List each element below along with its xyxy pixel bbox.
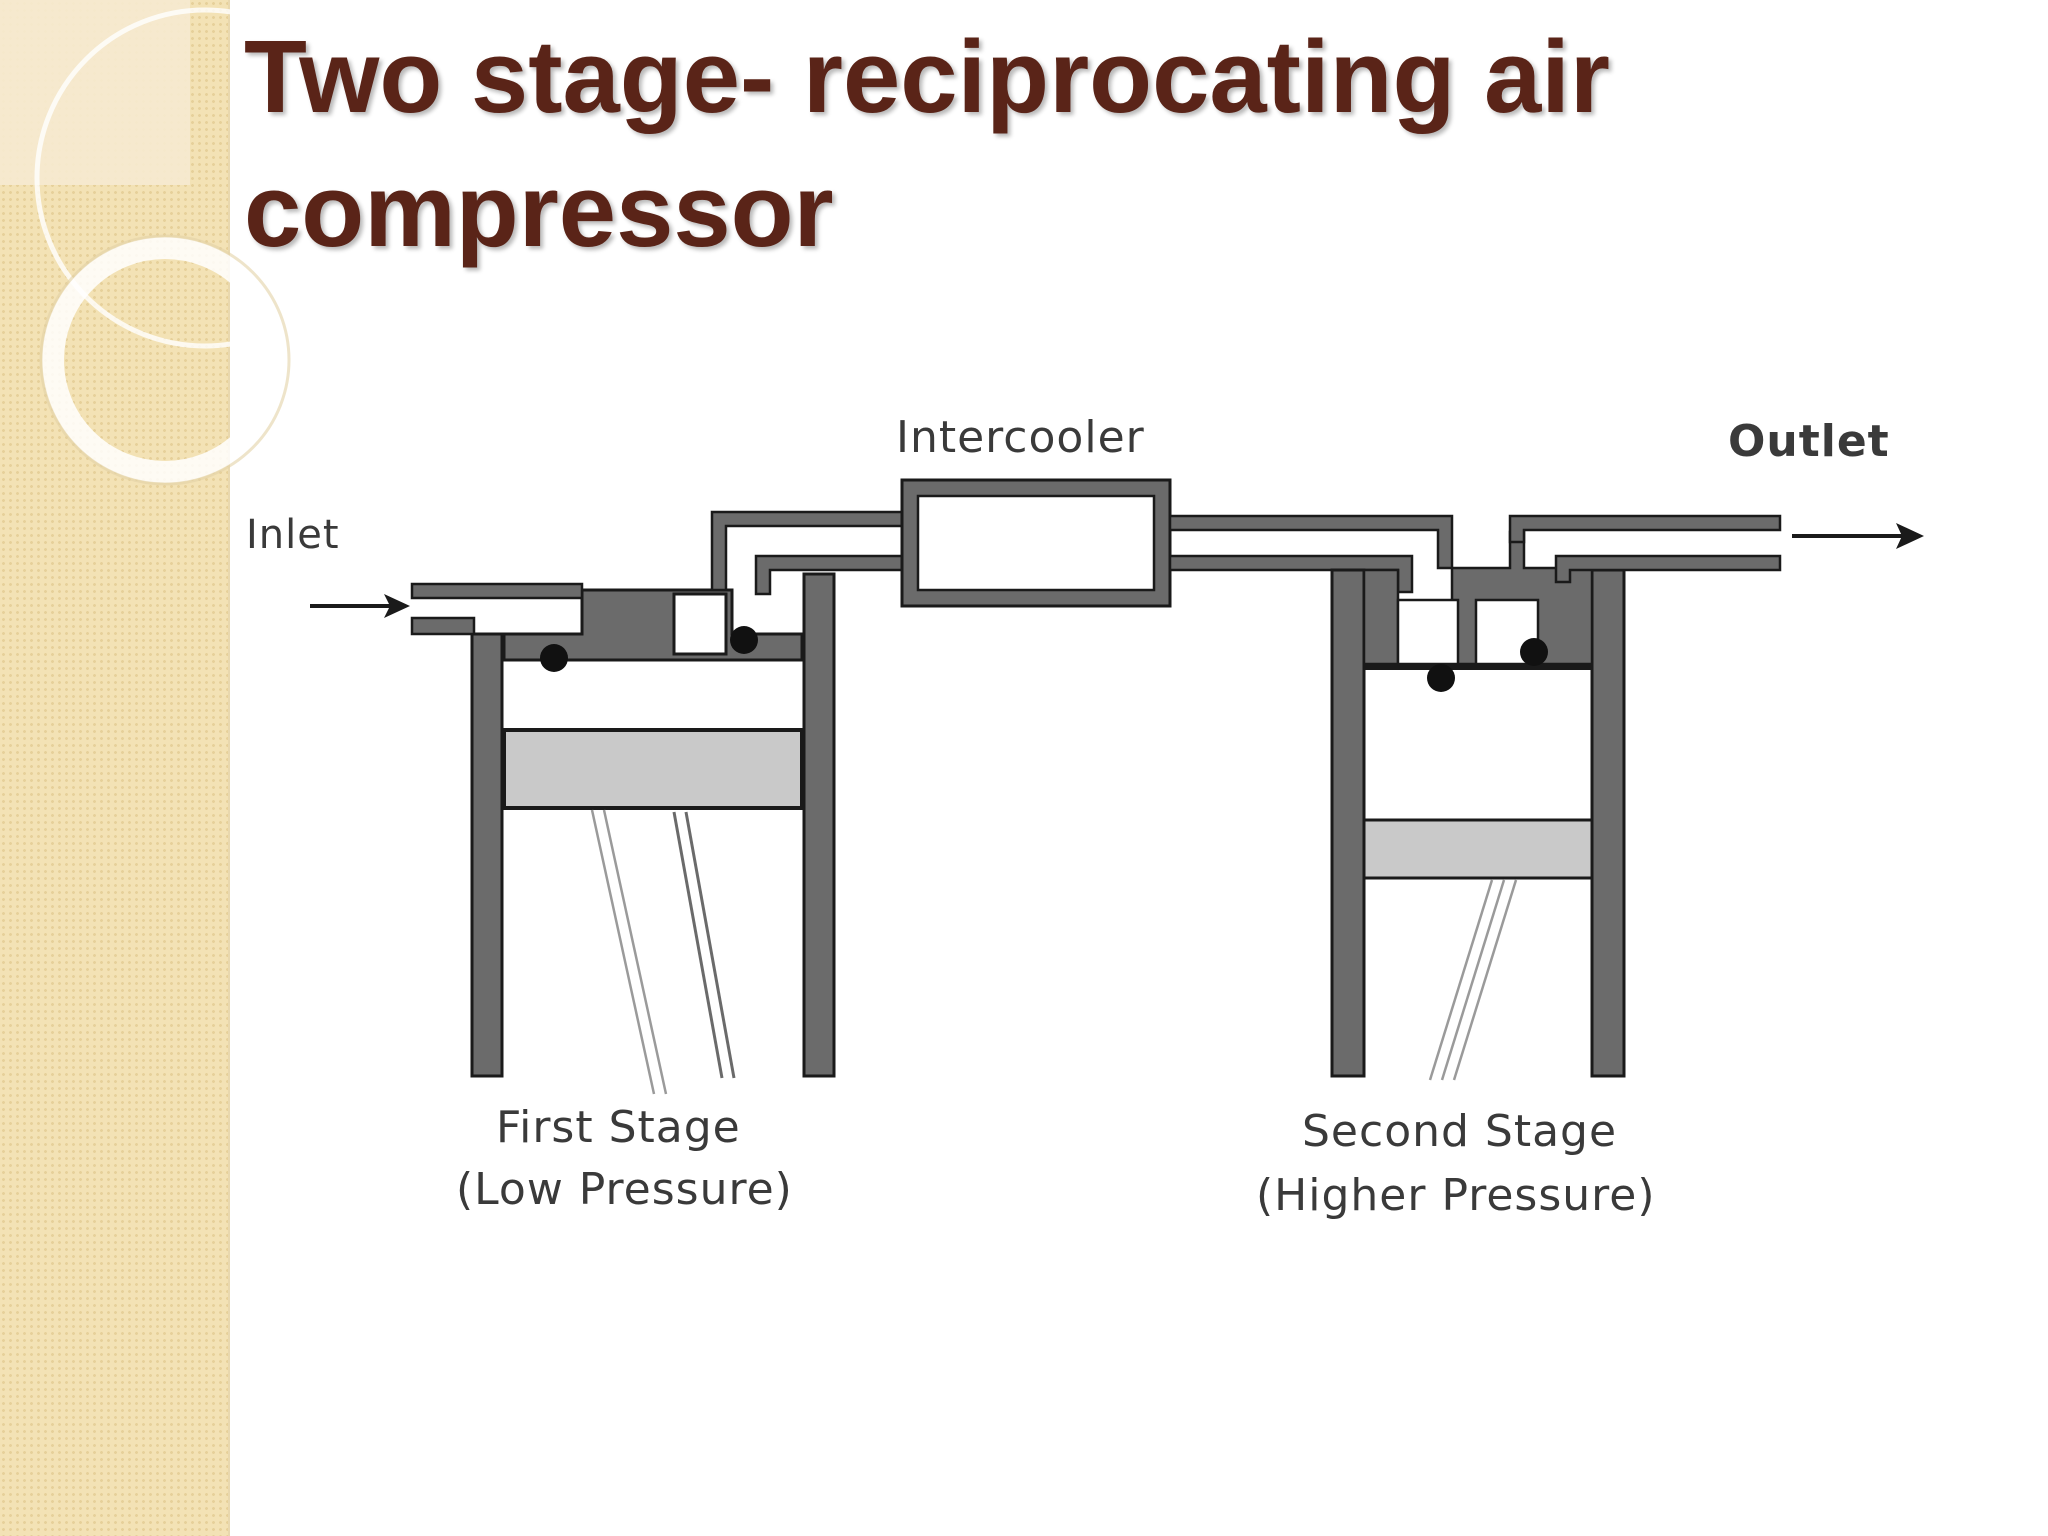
second-stage-rod-line-a <box>1428 879 1494 1081</box>
second-transfer-pipe-outer <box>1168 514 1454 570</box>
second-stage-inlet-port <box>1396 598 1460 666</box>
second-stage-right-wall <box>1590 568 1626 1078</box>
first-stage-rod-line-c <box>672 811 724 1079</box>
transfer-pipe-to-second-stage <box>1168 514 1454 594</box>
inlet-label: Inlet <box>246 512 340 558</box>
outlet-pipe-bottom <box>1554 554 1782 584</box>
decorative-corner-panel <box>0 0 190 185</box>
intercooler-label: Intercooler <box>896 412 1145 463</box>
first-stage-discharge-port <box>672 592 728 656</box>
second-stage-rod-line-b <box>1440 879 1506 1081</box>
inlet-pipe-bottom <box>410 616 476 636</box>
inlet-pipe <box>310 582 584 636</box>
intercooler <box>900 478 1172 608</box>
second-stage-head-left <box>1362 568 1400 666</box>
second-stage-piston <box>1362 818 1594 880</box>
first-stage-inlet-valve <box>540 644 568 672</box>
second-stage-inlet-valve <box>1427 664 1455 692</box>
outlet-arrow-head <box>1896 523 1924 549</box>
inlet-pipe-top <box>410 582 584 600</box>
second-stage-label: Second Stage <box>1302 1106 1618 1157</box>
second-stage-cylinder <box>1330 530 1626 1081</box>
first-stage-pressure-label: (Low Pressure) <box>456 1164 793 1215</box>
slide-title: Two stage- reciprocating air compressor <box>244 19 1611 268</box>
compressor-diagram: Inlet Intercooler Outlet First Stage (Lo… <box>220 372 1980 1252</box>
first-stage-left-wall <box>470 632 504 1078</box>
inlet-arrow-head <box>384 594 410 618</box>
outlet-pipe <box>1508 514 1924 584</box>
intercooler-chamber <box>916 494 1156 592</box>
second-stage-left-wall <box>1330 568 1366 1078</box>
second-stage-discharge-valve <box>1520 638 1548 666</box>
first-stage-piston <box>502 728 804 810</box>
first-stage-rod-line-d <box>684 811 736 1079</box>
first-stage-right-wall <box>802 572 836 1078</box>
second-stage-rod-line-c <box>1452 879 1518 1081</box>
first-stage-rod-line-b <box>602 809 668 1095</box>
first-stage-label: First Stage <box>496 1102 741 1153</box>
compressor-drawing <box>310 478 1924 1095</box>
outlet-pipe-top <box>1508 514 1782 544</box>
second-stage-pressure-label: (Higher Pressure) <box>1256 1170 1656 1221</box>
outlet-label: Outlet <box>1728 416 1890 467</box>
first-stage-discharge-valve <box>730 626 758 654</box>
decorative-side-band <box>0 0 230 1536</box>
first-stage-rod-line-a <box>590 809 656 1095</box>
first-stage-cylinder <box>470 572 836 1095</box>
second-stage-head-edge <box>1364 664 1592 670</box>
